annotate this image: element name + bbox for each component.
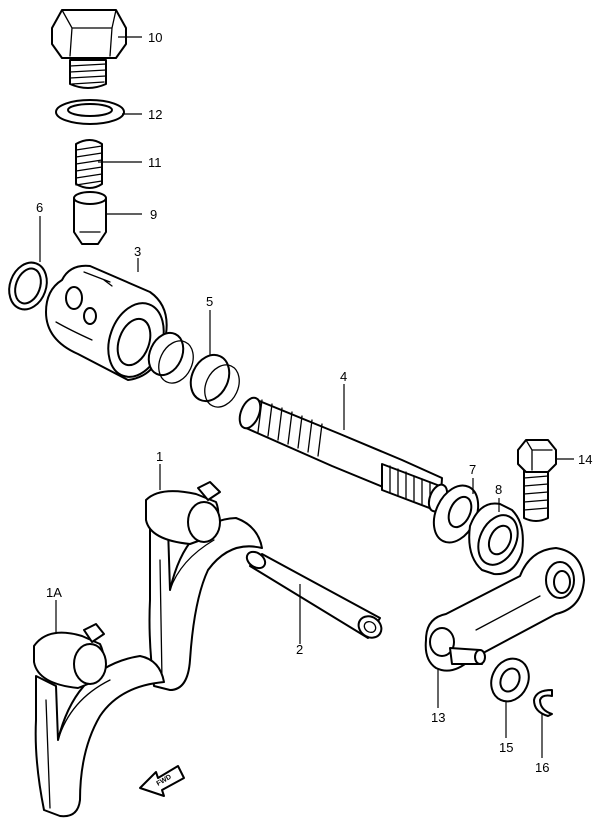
part-9-pin	[73, 191, 107, 245]
callout-10: 10	[148, 30, 162, 45]
part-10-bolt	[51, 9, 127, 89]
callout-labels: 10 12 11 9 6 3 5 4 14 7 8 1 1A 2 13 15 1…	[36, 30, 592, 775]
part-4-shaft	[238, 396, 449, 513]
callout-8: 8	[495, 482, 502, 497]
callout-7: 7	[469, 462, 476, 477]
part-15-washer	[490, 657, 530, 703]
part-1-shift-fork	[145, 481, 263, 691]
callout-6: 6	[36, 200, 43, 215]
fwd-arrow-icon: FWD	[139, 765, 185, 797]
part-2-fork-shaft	[245, 550, 383, 639]
part-5-clips	[147, 331, 240, 408]
callout-13: 13	[431, 710, 445, 725]
part-7-washer	[432, 484, 480, 544]
callout-1: 1	[156, 449, 163, 464]
part-12-washer	[55, 99, 125, 125]
part-11-spring	[75, 139, 103, 189]
part-14-bolt	[517, 439, 557, 522]
part-16-e-clip	[533, 689, 553, 717]
part-6-ring	[8, 261, 48, 311]
callout-2: 2	[296, 642, 303, 657]
callout-4: 4	[340, 369, 347, 384]
callout-12: 12	[148, 107, 162, 122]
callout-14: 14	[578, 452, 592, 467]
part-1a-shift-fork	[33, 623, 165, 818]
callout-15: 15	[499, 740, 513, 755]
callout-3: 3	[134, 244, 141, 259]
callout-5: 5	[206, 294, 213, 309]
callout-11: 11	[148, 155, 162, 170]
callout-16: 16	[535, 760, 549, 775]
part-13-shift-arm	[424, 547, 585, 672]
callout-1a: 1A	[46, 585, 62, 600]
leader-lines	[39, 36, 574, 758]
callout-9: 9	[150, 207, 157, 222]
part-8-nut	[468, 502, 524, 576]
